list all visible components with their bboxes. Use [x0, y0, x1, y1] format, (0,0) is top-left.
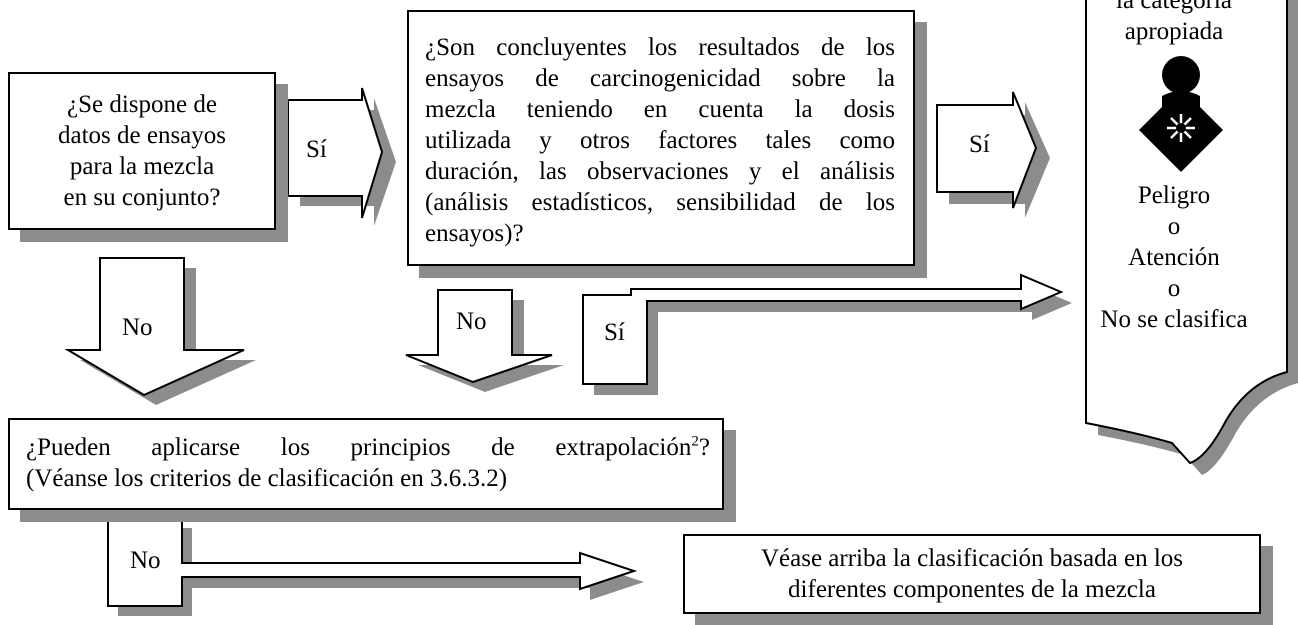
yes-arrow-3 — [582, 273, 1064, 385]
result-option: No se clasifica — [1100, 306, 1248, 333]
question-1-box: ¿Se dispone de datos de ensayos para la … — [8, 72, 276, 230]
no-arrow-3 — [107, 517, 638, 607]
question-2-box: ¿Son concluyentes los resultados de los … — [407, 10, 915, 266]
final-classification-box: Véase arriba la clasificación basada en … — [683, 534, 1261, 614]
no-label-3: No — [130, 547, 161, 574]
question-1-line: datos de ensayos — [57, 122, 227, 149]
health-hazard-icon — [1139, 56, 1223, 172]
result-top-line: la categoría — [1116, 0, 1232, 14]
result-option: o — [1167, 275, 1181, 302]
result-option: Peligro — [1137, 182, 1211, 209]
question-3-line-2: (Véanse los criterios de clasificación e… — [26, 465, 508, 492]
result-option: Atención — [1128, 244, 1220, 271]
question-2-line: (análisis estadísticos, sensibilidad de … — [425, 189, 895, 216]
yes-label-3: Sí — [604, 319, 625, 346]
footnote-marker: 2 — [691, 433, 699, 450]
question-1-line: ¿Se dispone de — [67, 91, 217, 118]
yes-arrow-3-shadow — [594, 286, 1072, 395]
question-2-line: mezcla teniendo en cuenta la dosis — [425, 96, 895, 123]
final-box-line: diferentes componentes de la mezcla — [788, 576, 1156, 603]
yes-label-1: Sí — [306, 136, 327, 163]
yes-arrow-1 — [287, 87, 384, 219]
yes-label-2: Sí — [969, 131, 990, 158]
question-2-line: ensayos de carcinogenicidad sobre la — [425, 65, 895, 92]
result-panel-outline — [1085, 0, 1288, 465]
question-1-line: para la mezcla — [69, 153, 215, 180]
question-1-line: en su conjunto? — [63, 184, 221, 211]
result-option: o — [1167, 213, 1181, 240]
question-2-line: duración, las observaciones y el análisi… — [425, 158, 895, 185]
question-3-text: ¿Pueden aplicarse los principios de extr… — [26, 434, 692, 461]
no-arrow-1 — [64, 257, 245, 397]
no-arrow-2 — [405, 289, 553, 384]
result-top-line: apropiada — [1124, 18, 1224, 45]
yes-arrow-2 — [936, 91, 1038, 209]
final-box-line: Véase arriba la clasificación basada en … — [760, 545, 1183, 572]
question-3-end: ? — [698, 434, 710, 461]
question-2-line: utilizada y otros factores tales como — [425, 127, 895, 154]
question-2-line: ensayos)? — [425, 220, 524, 247]
no-label-2: No — [456, 308, 487, 335]
question-3-box: ¿Pueden aplicarse los principios de extr… — [8, 418, 724, 510]
question-3-line-1: ¿Pueden aplicarse los principios de extr… — [26, 432, 710, 463]
question-2-line: ¿Son concluyentes los resultados de los — [425, 34, 895, 61]
no-label-1: No — [122, 314, 153, 341]
